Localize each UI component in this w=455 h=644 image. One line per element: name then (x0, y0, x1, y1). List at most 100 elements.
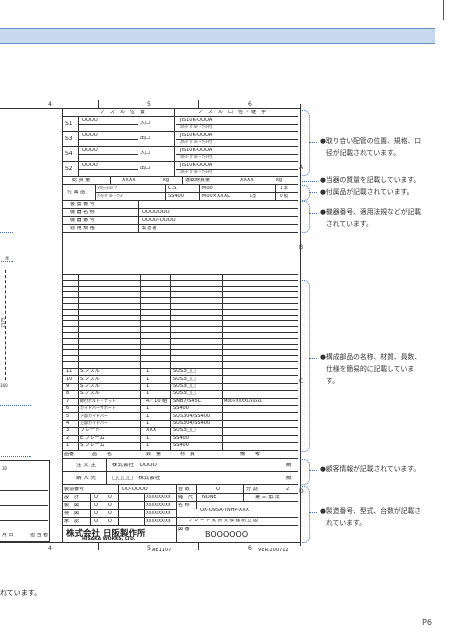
part-name: S.ノズル (80, 391, 100, 397)
blank-row-line (62, 337, 298, 339)
zone-a: A (299, 164, 304, 171)
parts-head-name: 品 名 (92, 452, 113, 457)
part-material: SUS304/SS400 (173, 413, 211, 419)
delivery-label: 納 入 先 (76, 476, 96, 481)
blank-row-line (62, 279, 298, 281)
nozzle-row-sub-line (176, 153, 298, 155)
nozzle-row-line (62, 161, 298, 162)
note-nozzle: ●取り合い配管の位置、規格、口 (320, 137, 422, 145)
parts-col-line (140, 274, 141, 450)
op-weight-label: 運転時質量 (185, 178, 211, 183)
part-remark: M00×XXXXL/xxxxL (224, 398, 263, 403)
note-parts: ●構成部品の名称、材質、員数、 (320, 353, 422, 361)
accessory-label: 付 属 品 (67, 190, 86, 195)
drawing-no-label: 図 番 (178, 527, 190, 532)
design-initials: O O (94, 495, 112, 500)
sheet-right-line (300, 104, 301, 546)
part-no: 7 (66, 398, 70, 404)
part-row-line (62, 427, 298, 429)
blank-row-line (62, 303, 298, 304)
sheet-top-line (0, 108, 300, 109)
part-no: 9 (66, 384, 70, 389)
mfg-no-label: 製造番号 (64, 487, 85, 492)
projection-angle: 第 三 角 法 (255, 495, 280, 500)
drawing-fragment (0, 232, 13, 262)
part-material: SUS3□□ (173, 391, 196, 397)
nozzle-row-sub-line (78, 168, 138, 170)
nozzle-spec: JIS10K-OOOA (180, 133, 213, 138)
part-no: 6 (66, 406, 70, 412)
order-label: 注 文 主 (76, 463, 96, 468)
part-row-line (62, 368, 298, 369)
part-no: 5 (66, 413, 70, 419)
note-equipment-2: されています。 (326, 220, 373, 228)
blank-row-line (62, 308, 298, 310)
part-name: 下部ガイドバー (80, 413, 108, 418)
weight-label: 総 質 量 (72, 178, 91, 183)
note-equipment: ●機器番号、適用法規などが記載 (320, 208, 422, 216)
check-date: XXXX/XX/XX (146, 511, 171, 515)
header-band (0, 28, 435, 44)
nozzle-id: S2 (65, 166, 73, 172)
count-value: O (216, 487, 220, 492)
title-block (62, 108, 299, 542)
note-title-2: れています。 (326, 519, 366, 527)
accessory-1-qty: 1 本 (280, 186, 288, 190)
page-number: P6 (422, 618, 432, 627)
accessory-1-size: M00 (202, 186, 213, 191)
part-qty: 1 (146, 435, 150, 441)
equip-number: OOOO-OOOO (142, 218, 176, 223)
nozzle-head-spec: ノ ズ ル 口 径 ・ 継 手 (198, 110, 267, 115)
part-name: 上部ガイドバー (80, 421, 108, 425)
note-title: ●製造番号、型式、台数が記載さ (320, 507, 422, 515)
zone-6: 6 (248, 101, 252, 108)
part-name: プレート (80, 428, 101, 434)
scale-label: 縮 尺 (178, 495, 194, 500)
part-row-line (62, 412, 298, 414)
approve-initials: O O (94, 519, 112, 524)
dim-160: 160 (0, 383, 8, 388)
nozzle-fitting: ｽﾀｯﾄﾞﾎﾞﾙﾄ・ﾅｯﾄ付 (180, 140, 212, 144)
parts-col-line (170, 274, 171, 450)
part-row-line (62, 405, 298, 406)
part-name: S.フレーム (80, 443, 105, 449)
nozzle-row-line (62, 146, 298, 147)
division-label: 分 割 (246, 487, 258, 492)
accessory-2-size: M00×XXXL (202, 194, 230, 199)
drawing-name: プ レ ー ト 式 熱 交 換 器 組 立 図 (188, 519, 258, 523)
sheet-bottom-line (0, 542, 300, 543)
draw-initials: O O (94, 503, 112, 508)
nozzle-fitting: ｽﾀｯﾄﾞﾎﾞﾙﾄ・ﾅｯﾄ付 (180, 125, 212, 129)
blank-row-line (62, 285, 298, 287)
op-weight-unit: kg (276, 178, 283, 183)
parts-head-rem: 備 考 (240, 452, 261, 457)
mfg-no-value: OO-OOOO (122, 487, 148, 492)
blank-row-line (62, 355, 298, 357)
nozzle-fitting: ｽﾀｯﾄﾞﾎﾞﾙﾄ・ﾅｯﾄ付 (180, 170, 212, 174)
part-material: SUS3□□ (173, 384, 196, 389)
part-qty: XXX (146, 428, 157, 434)
part-qty: 1 (146, 443, 150, 449)
part-row-line (62, 390, 298, 392)
nozzle-id: S3 (65, 136, 73, 142)
role-check: 検 図 (64, 511, 80, 516)
company-name-en: HISAKA WORKS, LTD. (82, 537, 136, 542)
parts-head-mat: 材 質 (180, 452, 196, 457)
note-parts-3: す。 (326, 377, 339, 385)
zone-4: 4 (48, 101, 52, 108)
left-sign: 担 当 者 (30, 533, 49, 538)
company-name: 株式会社 日阪製作所 (66, 529, 146, 539)
nozzle-dir: 出口 (140, 136, 151, 141)
part-name: S.ノズル (80, 384, 100, 389)
part-material: SUS3□□ (173, 428, 196, 434)
blank-row-line (62, 349, 298, 351)
note-customer: ●顧客情報が記載されています。 (320, 465, 421, 473)
draw-date: XXXX/XX/XX (146, 503, 171, 507)
part-no: 1 (66, 443, 70, 449)
zone-bot-5: 5 (147, 545, 151, 552)
scale-value: NONE (202, 495, 217, 500)
blank-row-line (62, 326, 298, 328)
nozzle-row-sub-line (176, 123, 298, 125)
nozzle-row-sub-line (78, 138, 138, 140)
ae-code: AE1107 (152, 548, 172, 553)
